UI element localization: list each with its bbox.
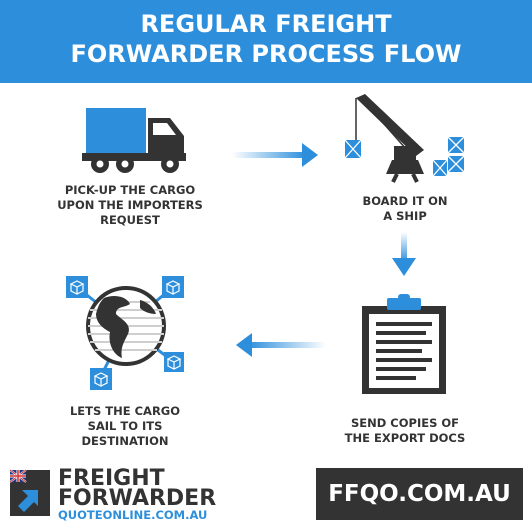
truck-icon [82, 108, 186, 173]
step-2-line-1: BOARD IT ON [362, 194, 448, 208]
step-4-line-1: LETS THE CARGO [69, 404, 181, 418]
arrow-down-icon [392, 232, 416, 276]
step-1-line-3: REQUEST [100, 213, 160, 227]
brand-name-line-2: FORWARDER [58, 486, 217, 511]
step-4-label: LETS THE CARGO SAIL TO ITS DESTINATION [50, 404, 200, 449]
site-url-box[interactable]: FFQO.COM.AU [316, 468, 523, 520]
brand-url[interactable]: QUOTEONLINE.COM.AU [58, 508, 208, 522]
arrow-left-icon [236, 333, 326, 357]
clipboard-icon [362, 294, 446, 394]
step-1-line-2: UPON THE IMPORTERS [57, 198, 203, 212]
step-4-line-2: SAIL TO ITS [87, 419, 163, 433]
title-line-2: FORWARDER PROCESS FLOW [70, 40, 462, 68]
brand-name-line-1: FREIGHT [58, 466, 165, 491]
title-line-1: REGULAR FREIGHT [140, 10, 392, 38]
step-3-line-1: SEND COPIES OF [350, 416, 459, 430]
globe-icon [66, 276, 184, 390]
step-2-label: BOARD IT ON A SHIP [330, 194, 480, 224]
logo-mark-icon [9, 469, 50, 516]
crane-icon [344, 94, 465, 183]
brand-logo: FREIGHT FORWARDER QUOTEONLINE.COM.AU [8, 466, 218, 522]
step-2-line-2: A SHIP [383, 209, 427, 223]
arrow-right-icon [232, 143, 318, 167]
header-banner: REGULAR FREIGHT FORWARDER PROCESS FLOW [0, 0, 532, 83]
step-4-line-3: DESTINATION [81, 434, 169, 448]
step-3-line-2: THE EXPORT DOCS [344, 431, 466, 445]
step-1-line-1: PICK-UP THE CARGO [64, 183, 196, 197]
step-1-label: PICK-UP THE CARGO UPON THE IMPORTERS REQ… [40, 183, 220, 228]
step-3-label: SEND COPIES OF THE EXPORT DOCS [320, 416, 490, 446]
